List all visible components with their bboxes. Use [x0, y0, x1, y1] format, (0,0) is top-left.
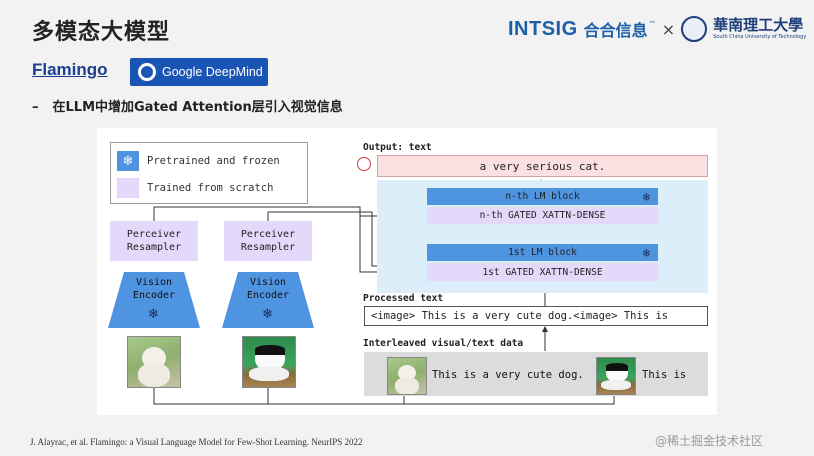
output-label: Output: text [363, 142, 432, 153]
interleaved-label: Interleaved visual/text data [363, 338, 524, 349]
scut-name-cn: 華南理工大學 [713, 16, 804, 34]
first-lm-block-label: 1st LM block [508, 247, 577, 258]
intsig-cn-logo: 合合信息 [583, 21, 648, 40]
nth-lm-block: n-th LM block ❄ [427, 188, 658, 205]
first-lm-block: 1st LM block ❄ [427, 244, 658, 261]
snowflake-icon: ❄ [642, 245, 650, 260]
scut-logo: 華南理工大學 South China University of Technol… [713, 18, 806, 40]
snowflake-icon: ❄ [262, 307, 273, 322]
citation: J. Alayrac, et al. Flamingo: a Visual La… [30, 437, 363, 447]
nth-lm-block-label: n-th LM block [505, 191, 580, 202]
legend-label-trained: Trained from scratch [147, 182, 274, 194]
vision-encoder-1-shape [108, 272, 200, 328]
deepmind-label: Google DeepMind [162, 65, 263, 79]
bullet-dash: – [32, 100, 39, 115]
nth-gated-xattn-dense: n-th GATED XATTN-DENSE [427, 207, 658, 224]
snowflake-icon: ❄ [122, 153, 134, 169]
interleaved-text-1: This is a very cute dog. [432, 369, 584, 381]
google-deepmind-badge: Google DeepMind [130, 58, 268, 86]
legend-item-trained: Trained from scratch [117, 178, 273, 198]
snowflake-icon: ❄ [148, 307, 159, 322]
vision-encoder-1-label: Vision Encoder [132, 277, 176, 301]
scut-name-en: South China University of Technology [713, 34, 807, 40]
first-gated-xattn-dense: 1st GATED XATTN-DENSE [427, 263, 658, 281]
output-text-box: a very serious cat. [377, 155, 708, 177]
perceiver-resampler-1: Perceiver Resampler [110, 221, 198, 261]
legend-label-frozen: Pretrained and frozen [147, 155, 280, 167]
processed-text-box: <image> This is a very cute dog.<image> … [364, 306, 708, 326]
watermark: @稀土掘金技术社区 [655, 434, 764, 448]
legend-swatch-frozen: ❄ [117, 151, 139, 171]
cat-image [242, 336, 296, 388]
perceiver-resampler-2: Perceiver Resampler [224, 221, 312, 261]
vision-encoder-2-label: Vision Encoder [246, 277, 290, 301]
partner-logos: INTSIG 合合信息 ™ × 華南理工大學 South China Unive… [508, 12, 806, 46]
interleaved-dog-image [387, 357, 427, 395]
scut-seal-icon [681, 16, 708, 42]
interleaved-text-2: This is [642, 369, 687, 381]
flamingo-icon [357, 157, 371, 171]
snowflake-icon: ❄ [642, 189, 650, 204]
legend-item-frozen: ❄ Pretrained and frozen [117, 151, 280, 171]
deepmind-icon [138, 63, 156, 81]
page-title: 多模态大模型 [32, 20, 171, 45]
intsig-logo: INTSIG [508, 17, 578, 40]
processed-text-label: Processed text [363, 293, 444, 304]
times-sign: × [661, 19, 676, 39]
vision-encoder-2-shape [222, 272, 314, 328]
trademark: ™ [648, 20, 656, 28]
bullet-point: –在LLM中增加Gated Attention层引入视觉信息 [32, 96, 343, 115]
legend: ❄ Pretrained and frozen Trained from scr… [110, 142, 308, 204]
flamingo-link[interactable]: Flamingo [32, 60, 108, 79]
interleaved-cat-image [596, 357, 636, 395]
dog-image [127, 336, 181, 388]
legend-swatch-trained [117, 178, 139, 198]
bullet-text: 在LLM中增加Gated Attention层引入视觉信息 [52, 100, 343, 115]
